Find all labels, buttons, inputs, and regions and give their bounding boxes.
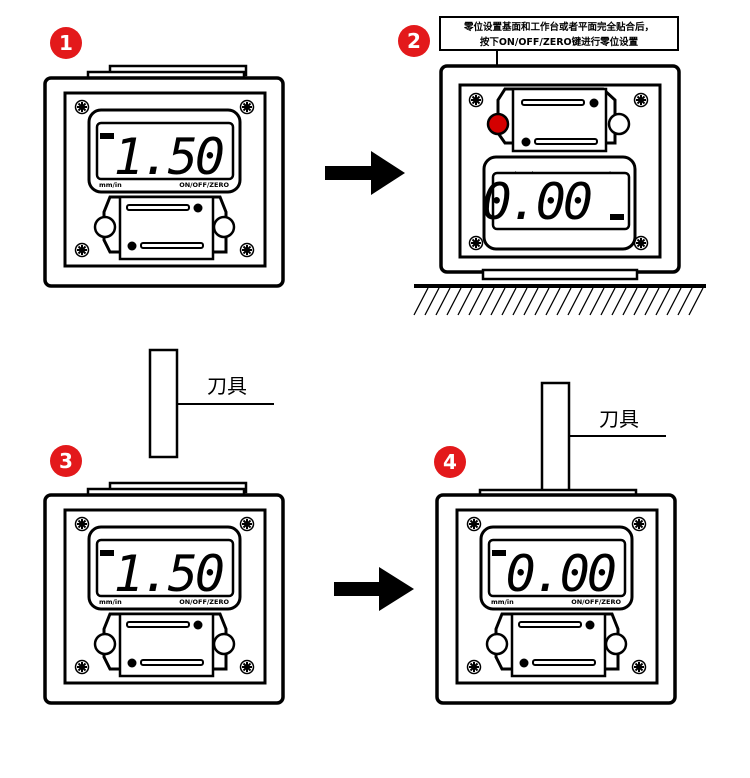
zero-button[interactable] bbox=[212, 632, 236, 656]
zeroing-note: 零位设置基面和工作台或者平面完全贴合后， 按下ON/OFF/ZERO键进行零位设… bbox=[439, 16, 679, 120]
device-step-4: 0.00 mm/in ON/OFF/ZERO bbox=[435, 488, 677, 705]
surface-hatch-line bbox=[446, 287, 462, 316]
lcd-reading: 0.00 bbox=[482, 173, 591, 231]
surface-hatch-line bbox=[666, 287, 682, 316]
work-surface bbox=[413, 284, 706, 316]
tool-label: 刀具 bbox=[207, 374, 247, 398]
lcd-indicator bbox=[100, 133, 114, 139]
note-line-1: 零位设置基面和工作台或者平面完全贴合后， bbox=[463, 21, 654, 33]
lcd-indicator bbox=[610, 214, 624, 220]
screw-icon bbox=[239, 242, 255, 258]
lcd-indicator bbox=[100, 550, 114, 556]
screw-icon bbox=[74, 659, 90, 675]
button-label: ON/OFF/ZERO bbox=[571, 598, 621, 606]
unit-label: mm/in bbox=[99, 598, 122, 606]
step-3-badge: 3 bbox=[50, 445, 82, 477]
step-3-badge-circle bbox=[50, 445, 82, 477]
note-line-2: 按下ON/OFF/ZERO键进行零位设置 bbox=[480, 36, 639, 48]
screw-icon bbox=[239, 659, 255, 675]
surface-hatch-line bbox=[578, 287, 594, 316]
screw-icon bbox=[631, 659, 647, 675]
screw-icon bbox=[468, 235, 484, 251]
surface-hatch-line bbox=[655, 287, 671, 316]
lcd-screen bbox=[491, 171, 631, 231]
next-step-arrow bbox=[325, 151, 405, 195]
screw-icon bbox=[239, 516, 255, 532]
step-1-badge-circle bbox=[50, 27, 82, 59]
lcd-screen bbox=[95, 538, 235, 598]
mm-in-button[interactable] bbox=[607, 112, 631, 136]
unit-label: mm/in bbox=[491, 598, 514, 606]
surface-hatch-line bbox=[611, 287, 627, 316]
lcd-reading: 1.50 bbox=[114, 128, 223, 186]
button-label: ON/OFF/ZERO bbox=[179, 598, 229, 606]
surface-hatch-line bbox=[567, 287, 583, 316]
surface-hatch-line bbox=[688, 287, 704, 316]
step-4-badge-circle bbox=[434, 446, 466, 478]
surface-hatch-line bbox=[468, 287, 484, 316]
step-2-badge: 2 bbox=[398, 25, 430, 57]
cutting-tool bbox=[148, 348, 179, 459]
zero-button[interactable] bbox=[212, 215, 236, 239]
unit-label: mm/in bbox=[99, 181, 122, 189]
mm-in-button[interactable] bbox=[485, 632, 509, 656]
lcd-reading: 0.00 bbox=[506, 545, 615, 603]
screw-icon bbox=[633, 235, 649, 251]
surface-hatch-line bbox=[545, 287, 561, 316]
screw-icon bbox=[74, 99, 90, 115]
lcd-screen bbox=[487, 538, 627, 598]
device-step-1: 1.50 mm/in ON/OFF/ZERO bbox=[43, 64, 285, 288]
surface-hatch-line bbox=[457, 287, 473, 316]
screw-icon bbox=[74, 516, 90, 532]
tool-step-3: 刀具 bbox=[148, 348, 274, 459]
surface-hatch-line bbox=[622, 287, 638, 316]
step-3-badge-number: 3 bbox=[59, 449, 73, 473]
surface-hatch-line bbox=[490, 287, 506, 316]
zero-button-highlighted[interactable] bbox=[486, 112, 510, 136]
screw-icon bbox=[631, 516, 647, 532]
step-1-badge-number: 1 bbox=[59, 31, 73, 55]
lcd-reading: 1.50 bbox=[114, 545, 223, 603]
screw-icon bbox=[239, 99, 255, 115]
surface-hatch-line bbox=[677, 287, 693, 316]
tool-label: 刀具 bbox=[599, 407, 639, 431]
surface-hatch-line bbox=[501, 287, 517, 316]
surface-hatch-line bbox=[413, 287, 429, 316]
surface-hatch-line bbox=[556, 287, 572, 316]
step-4-badge-number: 4 bbox=[443, 450, 457, 474]
cutting-tool bbox=[540, 381, 571, 493]
screw-icon bbox=[466, 659, 482, 675]
mm-in-button[interactable] bbox=[93, 632, 117, 656]
screw-icon bbox=[74, 242, 90, 258]
surface-hatch-line bbox=[589, 287, 605, 316]
surface-hatch-line bbox=[435, 287, 451, 316]
screw-icon bbox=[468, 92, 484, 108]
surface-hatch-line bbox=[644, 287, 660, 316]
surface-hatch-line bbox=[600, 287, 616, 316]
device-step-2: mm/in ON/OFF/ZERO 0.00 bbox=[439, 64, 681, 281]
step-2-badge-circle bbox=[398, 25, 430, 57]
button-label: ON/OFF/ZERO bbox=[179, 181, 229, 189]
surface-hatch-line bbox=[633, 287, 649, 316]
device-step-3: 1.50 mm/in ON/OFF/ZERO bbox=[43, 481, 285, 705]
surface-hatch-line bbox=[523, 287, 539, 316]
lcd-indicator bbox=[492, 550, 506, 556]
step-4-badge: 4 bbox=[434, 446, 466, 478]
surface-hatch-line bbox=[479, 287, 495, 316]
screw-icon bbox=[466, 516, 482, 532]
surface-hatch-line bbox=[534, 287, 550, 316]
tool-step-4: 刀具 bbox=[540, 381, 666, 493]
lcd-screen bbox=[95, 121, 235, 181]
surface-hatch-line bbox=[424, 287, 440, 316]
next-step-arrow bbox=[334, 567, 414, 611]
step-2-badge-number: 2 bbox=[407, 29, 421, 53]
screw-icon bbox=[633, 92, 649, 108]
surface-hatch-line bbox=[512, 287, 528, 316]
mm-in-button[interactable] bbox=[93, 215, 117, 239]
zero-button[interactable] bbox=[604, 632, 628, 656]
step-1-badge: 1 bbox=[50, 27, 82, 59]
